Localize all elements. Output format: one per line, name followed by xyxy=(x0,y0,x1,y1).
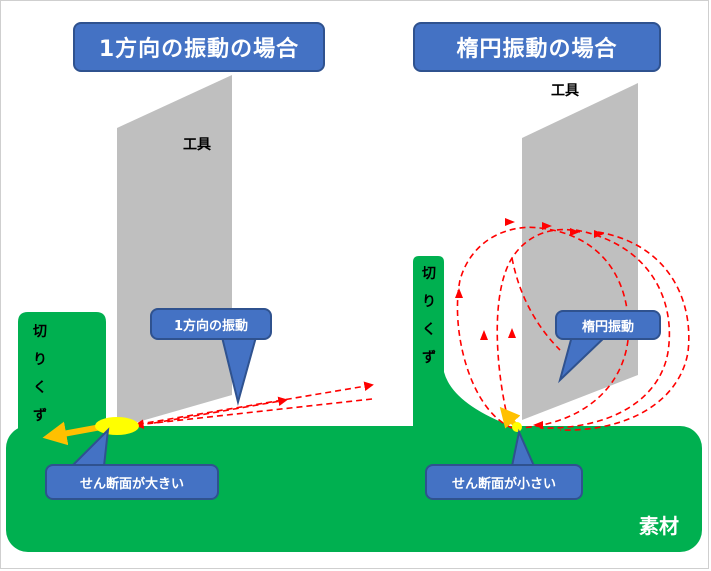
right-chip-char: 切 xyxy=(422,266,436,282)
right-chip-char: く xyxy=(422,322,436,338)
right-shear-zone xyxy=(512,422,522,432)
right-trajectory-arrowheads xyxy=(455,218,604,429)
right-vibration-trajectory xyxy=(456,226,690,431)
right-vibration-callout: 楕円振動 xyxy=(555,310,661,340)
right-chip-char: り xyxy=(422,294,436,310)
left-tool xyxy=(117,75,232,428)
left-chip-char: り xyxy=(33,352,47,368)
right-chip-label: 切 り く ず xyxy=(420,260,438,372)
left-chip xyxy=(18,312,106,432)
right-chip-char: ず xyxy=(422,350,436,366)
left-vibration-trajectory xyxy=(127,381,374,429)
right-tool xyxy=(522,83,638,420)
right-section-callout: せん断面が小さい xyxy=(425,464,583,500)
material-label: 素材 xyxy=(639,514,679,538)
right-tool-label: 工具 xyxy=(551,83,579,99)
left-title: 1方向の振動の場合 xyxy=(73,22,325,72)
left-vibration-callout: 1方向の振動 xyxy=(150,308,272,340)
left-tool-label: 工具 xyxy=(183,137,211,153)
right-chip xyxy=(413,256,506,432)
left-chip-char: ず xyxy=(33,408,47,424)
left-chip-char: く xyxy=(33,380,47,396)
left-section-callout: せん断面が大きい xyxy=(45,464,219,500)
left-chip-label: 切 り く ず xyxy=(31,318,49,430)
left-chip-char: 切 xyxy=(33,324,47,340)
left-shear-zone xyxy=(95,417,139,435)
right-title: 楕円振動の場合 xyxy=(413,22,661,72)
